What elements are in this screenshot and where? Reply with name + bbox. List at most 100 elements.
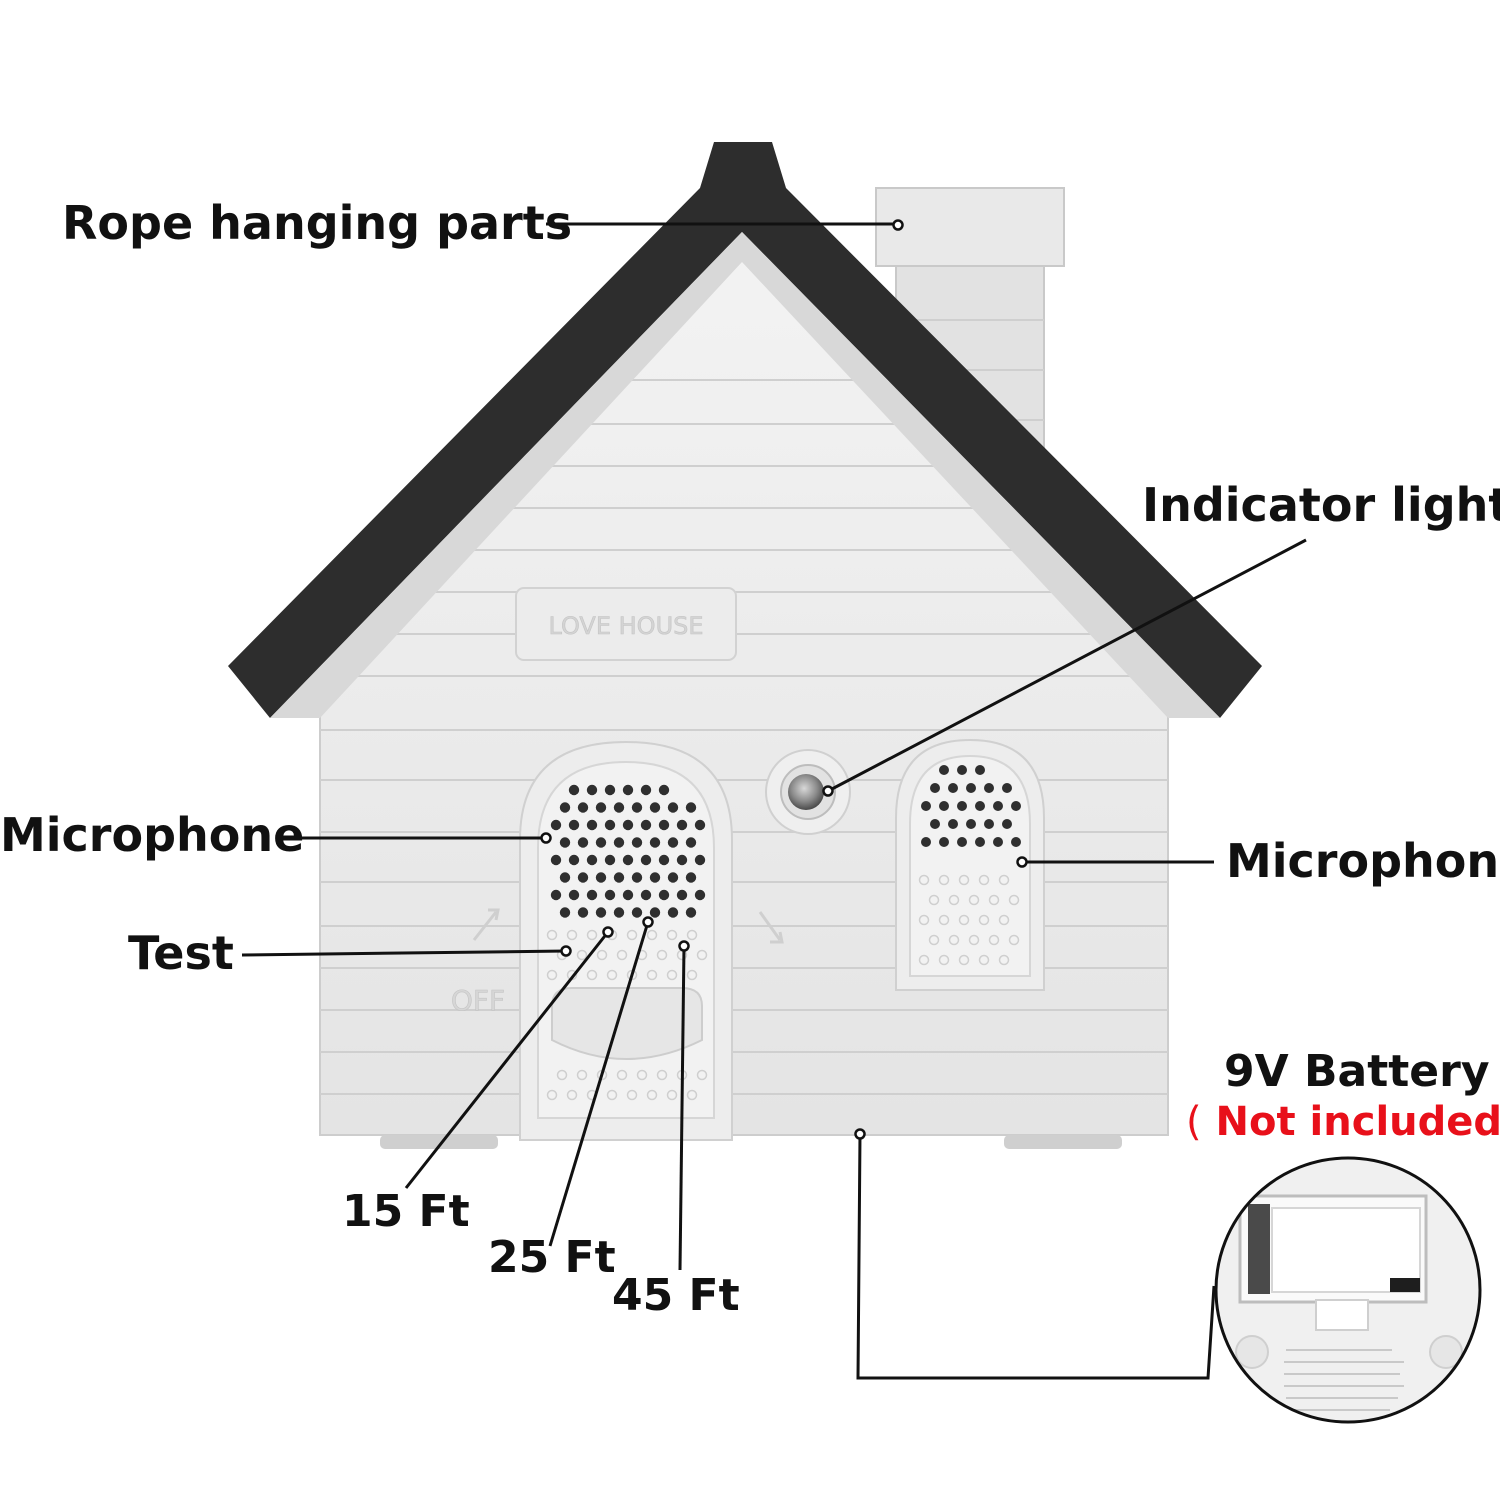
callout-lines (241, 222, 1307, 1380)
speaker-hole (939, 765, 949, 775)
speaker-hole (975, 765, 985, 775)
speaker-hole (685, 907, 697, 918)
speaker-hole (613, 837, 625, 848)
panel-dimple (646, 969, 658, 981)
speaker-hole (559, 802, 571, 813)
speaker-hole (586, 889, 598, 901)
speaker-hole (676, 854, 688, 866)
panel-dimple (928, 934, 940, 946)
speaker-hole (1011, 837, 1021, 847)
panel-dimple (1008, 894, 1020, 906)
speaker-hole (604, 784, 616, 796)
speaker-hole (694, 889, 706, 901)
label-45ft: 45 Ft (612, 1270, 740, 1321)
panel-dimple (566, 1089, 578, 1101)
panel-dimple (626, 929, 638, 941)
nameplate-text: LOVE HOUSE (548, 612, 703, 640)
speaker-hole (649, 802, 661, 813)
speaker-hole (921, 837, 931, 847)
battery-note-text: Not included (1215, 1099, 1500, 1145)
speaker-hole (948, 783, 958, 793)
indicator-light (765, 749, 851, 835)
speaker-hole (631, 802, 643, 813)
panel-dimple (948, 934, 960, 946)
roof (228, 142, 1262, 718)
speaker-hole (595, 802, 607, 813)
panel-dimple (636, 1069, 648, 1081)
panel-dimple (576, 1069, 588, 1081)
label-15ft: 15 Ft (342, 1186, 470, 1237)
label-25ft: 25 Ft (488, 1232, 616, 1283)
speaker-hole (622, 889, 634, 901)
battery-inset (1214, 1156, 1482, 1424)
speaker-hole (667, 837, 679, 848)
nameplate: LOVE HOUSE (515, 587, 737, 661)
speaker-hole (568, 819, 580, 831)
panel-dimple (566, 929, 578, 941)
paren-open: ( (1186, 1099, 1202, 1145)
panel-dimple (576, 949, 588, 961)
speaker-hole (622, 819, 634, 831)
panel-dimple (606, 969, 618, 981)
speaker-hole (577, 802, 589, 813)
right-microphone-panel (895, 738, 1045, 991)
speaker-hole (631, 872, 643, 883)
panel-dimple (968, 934, 980, 946)
speaker-hole (604, 889, 616, 901)
label-microphone-left: Microphone (0, 808, 305, 862)
panel-dimple (646, 929, 658, 941)
label-test: Test (128, 926, 234, 980)
speaker-hole (694, 819, 706, 831)
speaker-hole (559, 872, 571, 883)
panel-dimple (546, 1089, 558, 1101)
panel-dimple (958, 914, 970, 926)
label-microphone-right: Microphone (1226, 834, 1500, 888)
panel-dimple (918, 954, 930, 966)
panel-dimple (938, 874, 950, 886)
speaker-hole (640, 854, 652, 866)
panel-dimple (666, 969, 678, 981)
panel-dimple (596, 949, 608, 961)
panel-dimple (988, 934, 1000, 946)
label-battery: 9V Battery (1224, 1046, 1490, 1097)
panel-dimple (978, 914, 990, 926)
panel-dimple (696, 949, 708, 961)
speaker-hole (975, 837, 985, 847)
speaker-hole (966, 819, 976, 829)
speaker-hole (595, 872, 607, 883)
panel-dimple (646, 1089, 658, 1101)
speaker-hole (957, 837, 967, 847)
speaker-hole (939, 837, 949, 847)
panel-dimple (998, 874, 1010, 886)
speaker-hole (577, 837, 589, 848)
speaker-hole (586, 854, 598, 866)
speaker-hole (658, 854, 670, 866)
speaker-hole (993, 801, 1003, 811)
speaker-hole (694, 854, 706, 866)
panel-dimple (998, 914, 1010, 926)
panel-dimple (968, 894, 980, 906)
speaker-hole (948, 819, 958, 829)
speaker-hole (658, 889, 670, 901)
speaker-hole (658, 784, 670, 796)
speaker-hole (685, 837, 697, 848)
panel-dimple (546, 969, 558, 981)
speaker-hole (1011, 801, 1021, 811)
speaker-hole (649, 907, 661, 918)
speaker-hole (613, 802, 625, 813)
switch-knob (551, 987, 703, 1060)
speaker-hole (984, 819, 994, 829)
speaker-hole (685, 802, 697, 813)
speaker-hole (631, 907, 643, 918)
speaker-hole (658, 819, 670, 831)
label-rope-hanging-parts: Rope hanging parts (62, 196, 573, 250)
speaker-hole (957, 801, 967, 811)
panel-dimple (958, 874, 970, 886)
panel-dimple (666, 1089, 678, 1101)
speaker-hole (613, 872, 625, 883)
panel-dimple (656, 1069, 668, 1081)
speaker-hole (559, 907, 571, 918)
panel-dimple (918, 914, 930, 926)
speaker-hole (568, 784, 580, 796)
panel-dimple (958, 954, 970, 966)
